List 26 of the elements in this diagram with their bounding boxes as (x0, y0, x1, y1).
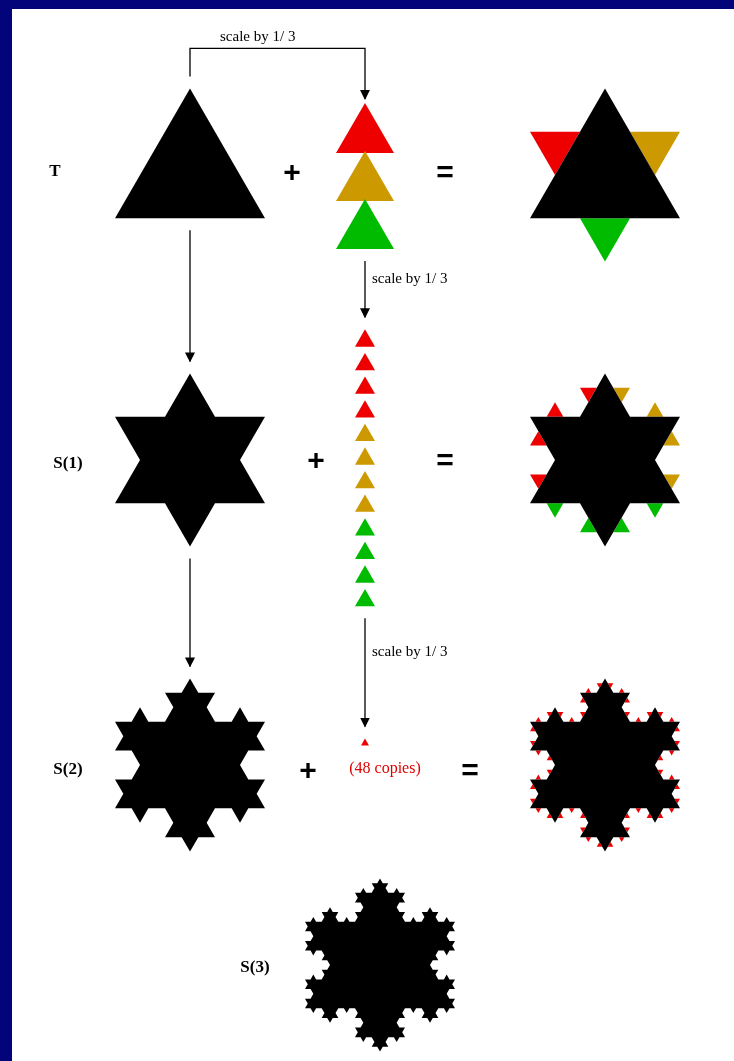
row-label: S(2) (53, 759, 83, 777)
row-label: S(3) (240, 957, 270, 975)
snowflake-shape (115, 678, 265, 852)
equals-sign: = (436, 445, 454, 475)
arrow (185, 557, 195, 668)
plus-sign: + (283, 157, 301, 187)
triangle-shape (361, 738, 369, 746)
plus-sign: + (307, 445, 325, 475)
copies-note: (48 copies) (349, 760, 421, 776)
arrow (360, 617, 370, 728)
star-shape (530, 88, 680, 262)
row-label: S(1) (53, 453, 83, 471)
plus-sign: + (299, 755, 317, 785)
row-label: T (49, 161, 61, 179)
arrow (360, 260, 370, 319)
triangle-column (355, 329, 375, 607)
star-shape (115, 373, 265, 547)
star-shape (530, 373, 680, 547)
triangle-column (336, 102, 394, 250)
arrow (185, 229, 195, 363)
arrow (189, 47, 370, 100)
snowflake-shape (530, 678, 680, 852)
equals-sign: = (436, 157, 454, 187)
snowflake-shape (305, 878, 455, 1052)
triangle-shape (115, 88, 265, 219)
equals-sign: = (461, 755, 479, 785)
